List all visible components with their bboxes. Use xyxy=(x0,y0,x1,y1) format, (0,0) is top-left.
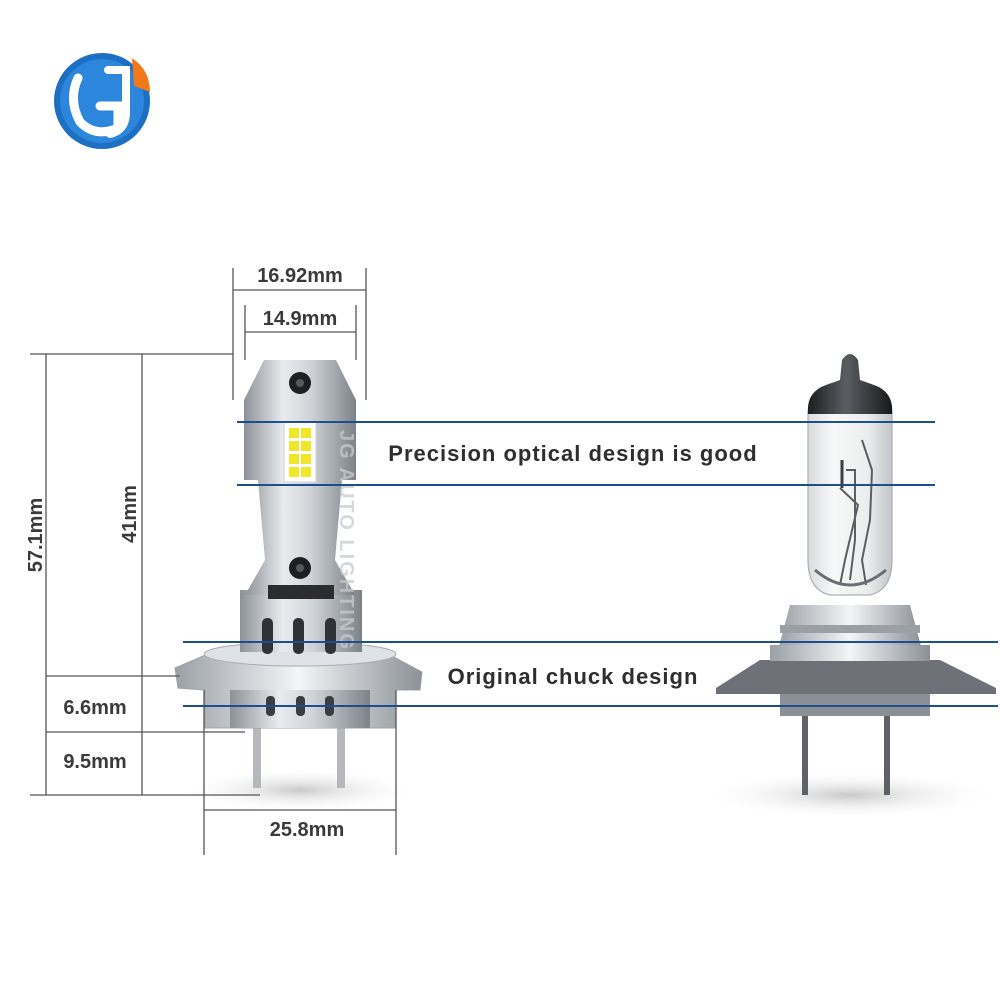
halogen-bulb xyxy=(716,354,996,795)
dim-body-height: 41mm xyxy=(119,485,141,543)
dim-pin-height: 9.5mm xyxy=(63,751,126,773)
dim-top-inner-width: 14.9mm xyxy=(263,308,338,330)
led-chip xyxy=(289,428,311,477)
feature-chuck-label: Original chuck design xyxy=(448,664,699,689)
dim-flange-height: 6.6mm xyxy=(63,697,126,719)
halogen-bulb-shadow xyxy=(700,771,1000,819)
feature-optical-label: Precision optical design is good xyxy=(388,441,757,466)
dimension-lines xyxy=(30,268,397,855)
brand-logo xyxy=(54,53,150,149)
dim-top-outer-width: 16.92mm xyxy=(257,265,343,287)
dim-total-height: 57.1mm xyxy=(25,498,47,573)
led-bulb xyxy=(174,360,423,788)
guide-lines xyxy=(183,421,998,707)
watermark-text: JG AUTO LIGHTING xyxy=(335,430,357,651)
dim-flange-width: 25.8mm xyxy=(270,819,345,841)
led-bulb-shadow xyxy=(180,768,420,812)
